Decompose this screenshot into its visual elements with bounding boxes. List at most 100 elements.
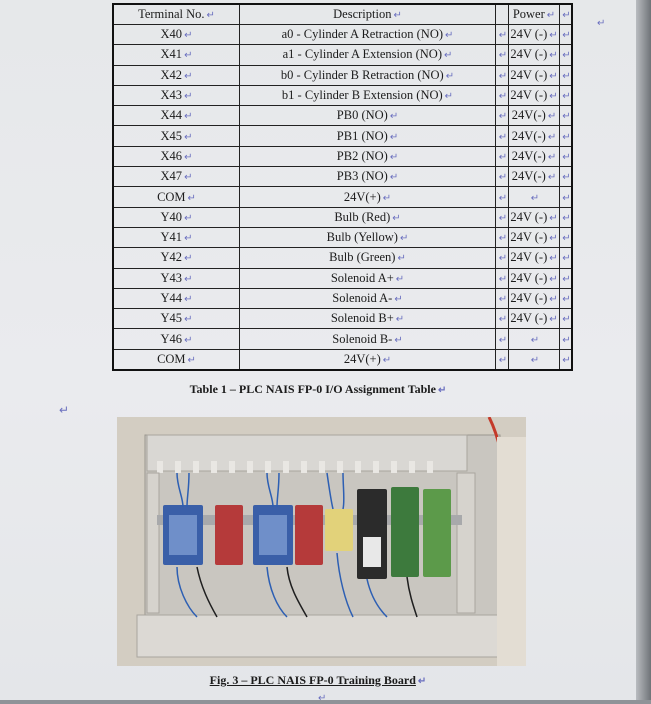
table-row: Y44↵Solenoid A-↵↵24V (-)↵↵ [112,287,573,310]
return-arrow-icon: ↵ [549,212,558,224]
return-arrow-icon: ↵ [184,334,193,346]
return-arrow-icon: ↵ [562,151,571,163]
return-arrow-icon: ↵ [562,30,571,42]
cell-power: 24V (-)↵ [508,247,560,269]
cell-description-text: PB0 (NO) [336,108,388,123]
return-arrow-icon: ↵ [184,273,193,285]
cell-power: 24V(-)↵ [508,166,560,188]
return-arrow-icon: ↵ [562,334,571,346]
return-arrow-icon: ↵ [562,70,571,82]
cell-description: Solenoid A+↵ [239,267,496,289]
cell-end: ↵ [559,125,573,147]
cell-power-text: 24V (-) [510,27,548,42]
return-arrow-icon: ↵ [394,334,403,346]
return-arrow-icon: ↵ [184,253,193,265]
return-arrow-icon: ↵ [597,18,606,29]
cell-spacer: ↵ [495,287,509,310]
return-arrow-icon: ↵ [59,403,70,417]
cell-description: PB1 (NO)↵ [239,125,496,147]
cell-terminal: COM↵ [112,348,240,371]
cell-terminal-text: Y43 [160,270,183,285]
return-arrow-icon: ↵ [547,111,557,123]
return-arrow-icon: ↵ [399,233,409,245]
cell-terminal: Y40↵ [112,206,240,228]
cell-terminal: X44↵ [112,105,240,127]
header-spacer [495,3,509,25]
return-arrow-icon: ↵ [184,131,193,143]
cell-description: 24V(+)↵ [239,186,496,208]
table-row: Y43↵Solenoid A+↵↵24V (-)↵↵ [112,267,573,289]
return-arrow-icon: ↵ [394,294,403,305]
cell-spacer: ↵ [495,125,509,147]
cell-terminal-text: Y40 [160,209,183,224]
table-row: Y46↵Solenoid B-↵↵↵↵ [112,328,573,350]
cell-description: a0 - Cylinder A Retraction (NO)↵ [239,23,496,46]
cell-description-text: b1 - Cylinder B Extension (NO) [281,88,443,103]
return-arrow-icon: ↵ [498,273,508,285]
cell-description-text: a1 - Cylinder A Extension (NO) [282,47,442,62]
return-arrow-icon: ↵ [187,354,196,366]
cell-power-text: 24V (-) [510,47,548,62]
return-arrow-icon: ↵ [184,30,193,42]
cell-power-text: 24V(-) [511,169,546,184]
cell-description-text: Solenoid A+ [330,270,394,285]
cell-terminal: Y45↵ [112,308,240,330]
cell-terminal: COM↵ [112,186,240,208]
cell-power-text: 24V (-) [510,88,548,103]
return-arrow-icon: ↵ [549,294,558,305]
table-row: X40↵a0 - Cylinder A Retraction (NO)↵↵24V… [112,23,573,46]
return-arrow-icon: ↵ [445,70,455,82]
cell-terminal-text: X41 [160,47,183,62]
cell-terminal-text: X43 [160,88,183,103]
return-arrow-icon: ↵ [498,354,508,366]
return-arrow-icon: ↵ [549,50,558,62]
cell-terminal-text: COM [157,189,186,204]
cell-power-text: 24V (-) [510,311,548,326]
return-arrow-icon: ↵ [184,172,193,184]
return-arrow-icon: ↵ [498,212,508,224]
return-arrow-icon: ↵ [382,354,392,366]
return-arrow-icon: ↵ [389,172,399,184]
cell-spacer: ↵ [495,328,509,350]
table-row: COM↵24V(+)↵↵↵↵ [112,348,573,371]
return-arrow-icon: ↵ [395,314,405,326]
return-arrow-icon: ↵ [445,30,454,42]
cell-power-text: 24V (-) [510,209,548,224]
cell-end: ↵ [559,186,573,208]
cell-description-text: Solenoid B- [332,331,393,346]
cell-spacer: ↵ [495,348,509,371]
return-arrow-icon: ↵ [417,676,427,687]
cell-terminal: X42↵ [112,64,240,86]
return-arrow-icon: ↵ [392,212,401,224]
cell-power-text: 24V (-) [510,230,548,245]
cell-terminal-text: Y42 [160,250,183,265]
cell-spacer: ↵ [495,247,509,269]
return-arrow-icon: ↵ [382,192,392,204]
cell-description-text: Solenoid A- [332,291,393,305]
cell-power-text: 24V (-) [510,250,548,265]
cell-power-text: 24V(-) [511,128,546,143]
page-edge-shadow [636,0,651,700]
cell-terminal-text: X45 [160,128,183,143]
cell-terminal: Y46↵ [112,328,240,350]
return-arrow-icon: ↵ [184,294,193,305]
return-arrow-icon: ↵ [549,30,558,42]
cell-power-text: 24V(-) [511,148,546,163]
return-arrow-icon: ↵ [184,151,193,163]
cell-terminal: X40↵ [112,23,240,46]
return-arrow-icon: ↵ [562,212,571,224]
cell-end: ↵ [559,328,573,350]
cell-power-text: 24V (-) [510,67,548,82]
cell-spacer: ↵ [495,186,509,208]
cell-terminal-text: X44 [160,108,183,123]
return-arrow-icon: ↵ [530,192,540,204]
return-arrow-icon: ↵ [549,70,558,82]
cell-description-text: 24V(+) [343,189,381,204]
cell-terminal-text: Y45 [160,311,183,326]
cell-terminal: X45↵ [112,125,240,147]
cell-terminal-text: X40 [160,27,183,42]
return-arrow-icon: ↵ [498,131,508,143]
return-arrow-icon: ↵ [498,294,508,305]
cell-description: a1 - Cylinder A Extension (NO)↵ [239,44,496,66]
return-arrow-icon: ↵ [395,273,405,285]
